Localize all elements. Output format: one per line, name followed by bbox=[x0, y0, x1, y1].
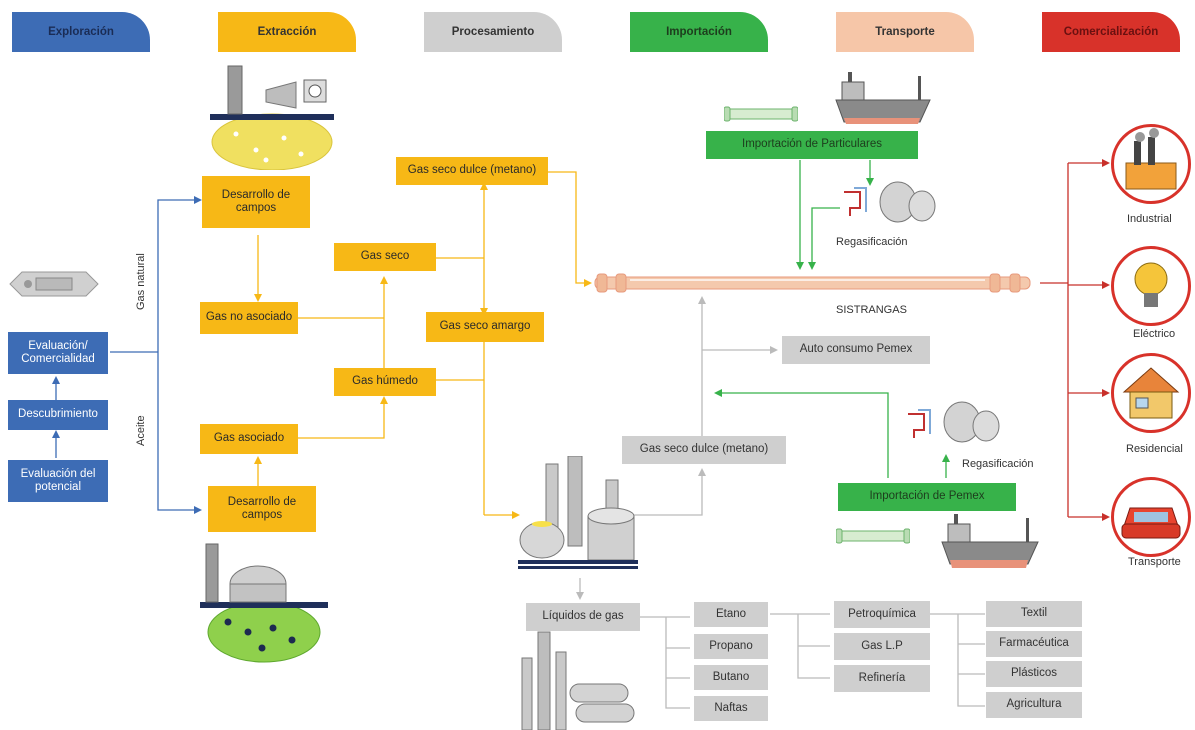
aceite-label: Aceite bbox=[135, 415, 147, 446]
product-gas-lp-box: Gas L.P bbox=[834, 633, 930, 660]
regasification-plant-1-icon bbox=[844, 181, 936, 223]
industry-plasticos-box: Plásticos bbox=[986, 661, 1082, 687]
tab-comercializacion[interactable]: Comercialización bbox=[1042, 12, 1180, 52]
electrico-circle bbox=[1111, 246, 1191, 326]
regasificacion-label-1: Regasificación bbox=[836, 236, 908, 248]
gas-humedo-box: Gas húmedo bbox=[334, 368, 436, 396]
tab-transporte[interactable]: Transporte bbox=[836, 12, 974, 52]
regasificacion-label-2: Regasificación bbox=[962, 458, 1034, 470]
tab-extraccion[interactable]: Extracción bbox=[218, 12, 356, 52]
gas-well-platform-icon bbox=[210, 65, 334, 170]
sector-transporte-label: Transporte bbox=[1128, 556, 1181, 568]
factory-icon bbox=[1125, 128, 1177, 190]
processing-plant-icon bbox=[518, 456, 638, 569]
descubrimiento-box: Descubrimiento bbox=[8, 400, 108, 430]
tab-procesamiento[interactable]: Procesamiento bbox=[424, 12, 562, 52]
liquid-etano-box: Etano bbox=[694, 602, 768, 627]
liquid-butano-box: Butano bbox=[694, 665, 768, 690]
gas-seco-dulce-box: Gas seco dulce (metano) bbox=[396, 157, 548, 185]
industry-farmaceutica-box: Farmacéutica bbox=[986, 631, 1082, 657]
desarrollo-campos-gas-box: Desarrollo de campos bbox=[202, 176, 310, 228]
survey-boat-icon bbox=[9, 271, 99, 297]
product-petroquimica-box: Petroquímica bbox=[834, 601, 930, 628]
evaluacion-potencial-box: Evaluación del potencial bbox=[8, 460, 108, 502]
sector-electrico-label: Eléctrico bbox=[1133, 328, 1176, 340]
gas-seco-dulce-2-box: Gas seco dulce (metano) bbox=[622, 436, 786, 464]
tab-exploracion[interactable]: Exploración bbox=[12, 12, 150, 52]
lng-ship-icon bbox=[835, 72, 931, 124]
refinery-columns-icon bbox=[521, 631, 635, 730]
liquid-propano-box: Propano bbox=[694, 634, 768, 659]
residencial-circle bbox=[1111, 353, 1191, 433]
industry-agricultura-box: Agricultura bbox=[986, 692, 1082, 718]
product-refineria-box: Refinería bbox=[834, 665, 930, 692]
transporte-circle bbox=[1111, 477, 1191, 557]
sector-industrial-label: Industrial bbox=[1127, 213, 1172, 225]
liquidos-gas-box: Líquidos de gas bbox=[526, 603, 640, 631]
gas-asociado-box: Gas asociado bbox=[200, 424, 298, 454]
oil-well-platform-icon bbox=[200, 543, 328, 663]
pipe-segment-icon bbox=[724, 106, 798, 122]
evaluacion-comercialidad-box: Evaluación/ Comercialidad bbox=[8, 332, 108, 374]
gas-seco-amargo-box: Gas seco amargo bbox=[426, 312, 544, 342]
house-icon bbox=[1122, 367, 1180, 419]
sector-residencial-label: Residencial bbox=[1126, 443, 1183, 455]
sistrangas-pipe bbox=[594, 273, 1031, 293]
industrial-circle bbox=[1111, 124, 1191, 204]
regasification-plant-2-icon bbox=[908, 401, 1000, 443]
desarrollo-campos-aceite-box: Desarrollo de campos bbox=[208, 486, 316, 532]
sistrangas-label: SISTRANGAS bbox=[836, 304, 907, 316]
tab-importacion[interactable]: Importación bbox=[630, 12, 768, 52]
auto-consumo-pemex-box: Auto consumo Pemex bbox=[782, 336, 930, 364]
lng-ship-2-icon bbox=[941, 514, 1039, 568]
liquid-naftas-box: Naftas bbox=[694, 696, 768, 721]
gas-seco-box: Gas seco bbox=[334, 243, 436, 271]
lightbulb-icon bbox=[1134, 262, 1168, 307]
gas-no-asociado-box: Gas no asociado bbox=[200, 302, 298, 334]
importacion-particulares-box: Importación de Particulares bbox=[706, 131, 918, 159]
importacion-pemex-box: Importación de Pemex bbox=[838, 483, 1016, 511]
car-icon bbox=[1121, 507, 1181, 539]
pipe-segment-2-icon bbox=[836, 528, 910, 544]
gas-natural-label: Gas natural bbox=[135, 253, 147, 310]
industry-textil-box: Textil bbox=[986, 601, 1082, 627]
